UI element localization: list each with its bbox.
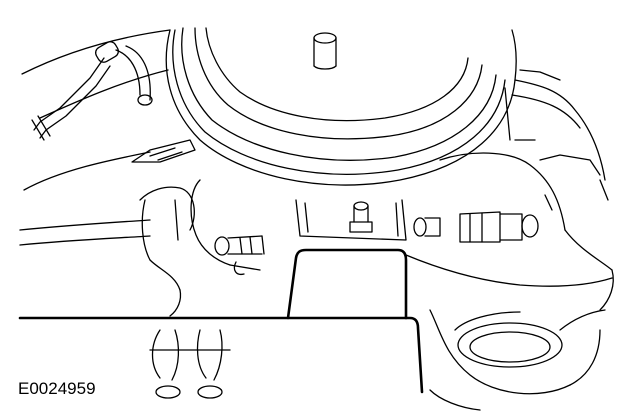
clip-bracket [131, 139, 196, 163]
figure-id-label: E0024959 [18, 379, 96, 398]
support-table [18, 316, 424, 394]
right-bolt [413, 211, 539, 243]
hose-line [31, 41, 153, 141]
pulley-drum [165, 27, 606, 186]
right-subframe [405, 152, 614, 311]
support-block [286, 248, 408, 320]
lower-left-linkage [149, 329, 231, 399]
engine-mount-body [139, 179, 407, 317]
left-bolt [214, 235, 265, 276]
lower-control-arm [429, 309, 606, 411]
